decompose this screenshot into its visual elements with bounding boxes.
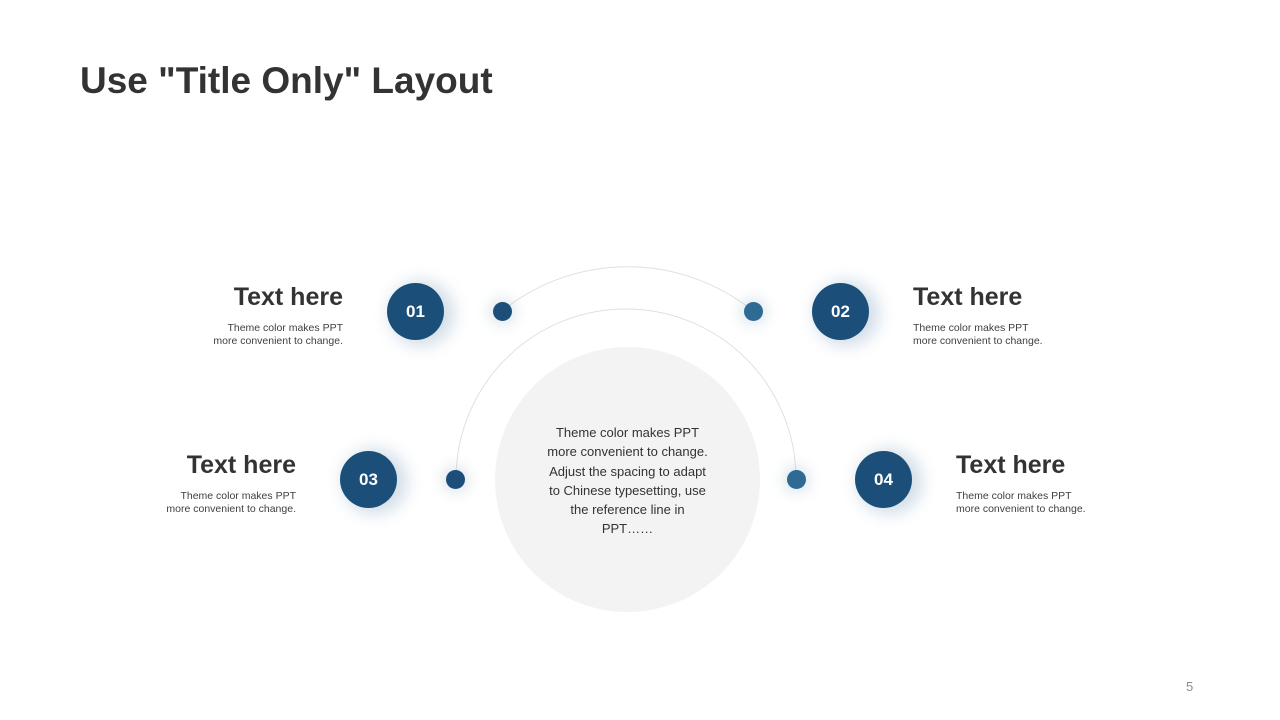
number-badge-02: 02: [812, 283, 869, 340]
connector-dot-04: [787, 470, 806, 489]
item-description-01: Theme color makes PPT more convenient to…: [183, 322, 343, 348]
number-badge-03: 03: [340, 451, 397, 508]
item-heading-02: Text here: [913, 283, 1023, 311]
connector-dot-01: [493, 302, 512, 321]
connector-dot-03: [446, 470, 465, 489]
slide-title: Use "Title Only" Layout: [80, 60, 493, 101]
item-heading-01: Text here: [233, 283, 343, 311]
outer-arc: [501, 266, 754, 312]
page-number: 5: [1186, 679, 1194, 694]
center-text-line: to Chinese typesetting, use: [549, 482, 706, 498]
number-badge-01: 01: [387, 283, 444, 340]
description-line: Theme color makes PPT: [913, 322, 1029, 334]
center-text-line: PPT……: [601, 521, 654, 537]
item-heading-03: Text here: [186, 451, 296, 479]
description-line: Theme color makes PPT: [180, 490, 296, 502]
center-text-line: more convenient to change.: [547, 444, 708, 460]
center-text-line: the reference line in: [570, 502, 685, 518]
description-line: more convenient to change.: [213, 335, 343, 347]
badge-number: 01: [406, 301, 425, 321]
item-description-02: Theme color makes PPT more convenient to…: [913, 322, 1043, 348]
badge-number: 02: [831, 301, 850, 321]
center-text-line: Adjust the spacing to adapt: [549, 463, 706, 479]
description-line: more convenient to change.: [913, 335, 1043, 347]
center-circle: [495, 347, 760, 612]
center-text: Theme color makes PPT more convenient to…: [535, 423, 720, 539]
center-text-line: Theme color makes PPT: [555, 425, 700, 440]
description-line: more convenient to change.: [956, 503, 1086, 515]
item-heading-04: Text here: [956, 451, 1066, 479]
badge-number: 03: [359, 469, 378, 489]
badge-number: 04: [874, 469, 893, 489]
item-description-04: Theme color makes PPT more convenient to…: [956, 490, 1086, 516]
description-line: Theme color makes PPT: [956, 490, 1072, 502]
item-description-03: Theme color makes PPT more convenient to…: [136, 490, 296, 516]
description-line: more convenient to change.: [166, 503, 296, 515]
connector-dot-02: [744, 302, 763, 321]
number-badge-04: 04: [855, 451, 912, 508]
description-line: Theme color makes PPT: [227, 322, 343, 334]
